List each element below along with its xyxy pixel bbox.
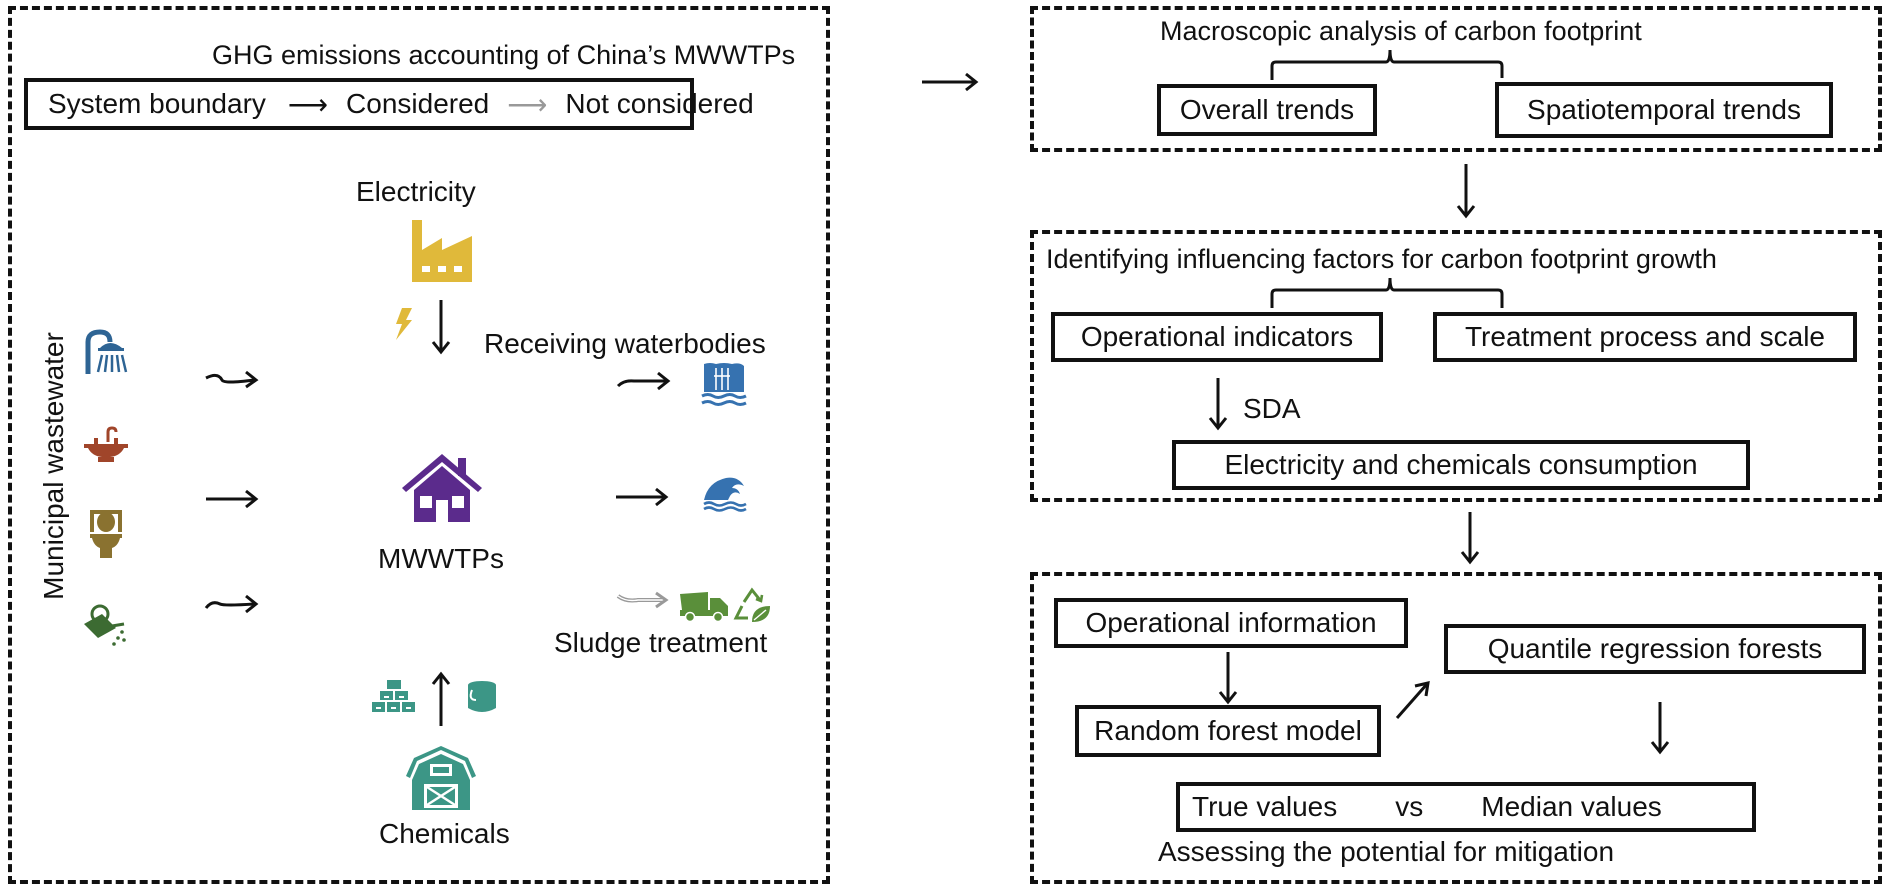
considered-arrow-icon: ⟶ (287, 88, 329, 120)
macro-bracket (1270, 49, 1504, 80)
recycle-leaf-icon (733, 587, 770, 622)
house-icon (402, 454, 482, 522)
inflow-arrow-2 (206, 489, 259, 509)
toilet-icon (90, 510, 122, 558)
operational-information-box: Operational information (1054, 598, 1408, 648)
down-arrow-2 (1460, 512, 1480, 565)
mitigation-panel (1030, 572, 1882, 884)
bucket-icon (468, 681, 496, 712)
to-comparison-arrow (1650, 702, 1670, 755)
median-values-label: Median values (1481, 791, 1662, 822)
municipal-wastewater-label: Municipal wastewater (38, 332, 69, 600)
watering-can-icon (84, 604, 126, 646)
inflow-arrow-3 (204, 594, 259, 614)
mitigation-caption: Assessing the potential for mitigation (1158, 836, 1615, 867)
to-rf-arrow (1218, 652, 1238, 705)
electricity-chemicals-box: Electricity and chemicals consumption (1172, 440, 1750, 490)
left-panel (8, 6, 830, 884)
outflow-arrow-2 (616, 487, 669, 507)
electricity-arrow (431, 300, 451, 355)
panel-connector-arrow (922, 72, 979, 92)
true-values-label: True values (1192, 791, 1338, 822)
chemicals-arrow (431, 671, 451, 726)
left-panel-title: GHG emissions accounting of China’s MWWT… (212, 40, 796, 70)
electricity-label: Electricity (356, 176, 476, 207)
comparison-box: True values vs Median values (1176, 782, 1756, 832)
factory-icon (412, 220, 472, 282)
to-qrf-arrow (1395, 681, 1430, 719)
macro-panel (1030, 6, 1882, 152)
legend-system-boundary: System boundary (48, 88, 266, 119)
outflow-arrow-1 (616, 371, 671, 391)
overall-trends-box: Overall trends (1157, 84, 1377, 136)
receiving-waterbodies-label: Receiving waterbodies (484, 328, 766, 359)
macro-title: Macroscopic analysis of carbon footprint (1160, 16, 1642, 46)
operational-indicators-box: Operational indicators (1051, 312, 1383, 362)
inflow-arrow-1 (205, 370, 259, 389)
mwwtps-label: MWWTPs (378, 543, 504, 574)
sink-icon (84, 426, 128, 462)
factors-title: Identifying influencing factors for carb… (1046, 244, 1717, 274)
quantile-regression-box: Quantile regression forests (1444, 624, 1866, 674)
legend-considered: Considered (346, 88, 490, 119)
treatment-process-box: Treatment process and scale (1433, 312, 1857, 362)
dump-truck-icon (680, 592, 728, 623)
sludge-treatment-label: Sludge treatment (554, 627, 768, 658)
barn-icon (406, 746, 476, 810)
not-considered-arrow-icon: ⟶ (507, 88, 548, 120)
chemicals-label: Chemicals (379, 818, 510, 849)
legend-not-considered: Not considered (565, 88, 754, 119)
sda-label: SDA (1243, 393, 1301, 424)
spatiotemporal-trends-box: Spatiotemporal trends (1495, 82, 1833, 138)
factors-panel (1030, 230, 1882, 502)
factors-bracket (1270, 277, 1504, 308)
sludge-not-considered-arrow (616, 591, 669, 609)
wave-icon (703, 477, 747, 512)
random-forest-box: Random forest model (1075, 705, 1381, 757)
lightning-icon (396, 308, 412, 340)
down-arrow-1 (1456, 164, 1476, 219)
shower-icon (85, 329, 128, 374)
sda-arrow (1208, 378, 1228, 431)
chemical-stack-icon (372, 680, 415, 712)
vs-label: vs (1395, 791, 1424, 822)
waterfall-icon (701, 363, 747, 406)
legend-box: System boundary ⟶ Considered ⟶ Not consi… (24, 78, 754, 130)
